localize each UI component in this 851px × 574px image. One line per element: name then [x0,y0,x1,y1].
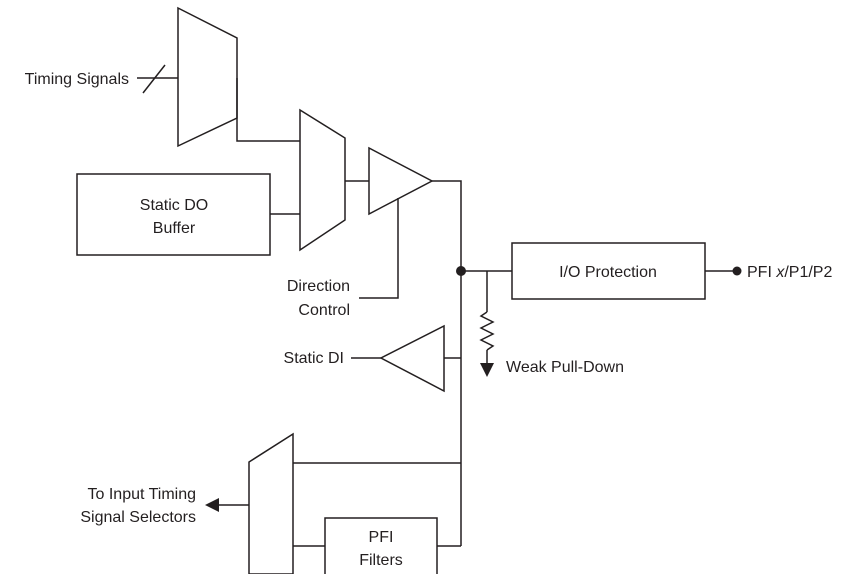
pfi-filters-block [324,517,438,574]
buffer-to-bus-wire [432,180,462,546]
weak-pull-down-label: Weak Pull-Down [506,359,624,376]
pull-down-resistor [479,311,495,351]
ground-arrow [480,363,494,377]
io-protection-label: I/O Protection [559,264,657,281]
static-do-buffer-label-line2: Buffer [153,220,196,237]
pfi-filters-label-line2: Filters [359,552,403,569]
static-di-label: Static DI [284,350,344,367]
pfi-pin-suffix: /P1/P2 [784,264,832,281]
pin-terminal-dot [732,266,742,276]
to-input-timing-label-line2: Signal Selectors [80,509,196,526]
output-arrow [205,498,219,512]
pfi-pin-prefix: PFI [747,264,776,281]
direction-control-label-line2: Control [298,302,350,319]
direction-control-label-line1: Direction [287,278,350,295]
output-mux [299,108,346,252]
direction-control-wire [359,198,399,299]
output-buffer-triangle [368,146,434,216]
to-input-timing-label-line1: To Input Timing [88,486,197,503]
timing-signals-label: Timing Signals [25,71,129,88]
timing-mux [177,6,238,148]
pfi-filters-label-line1: PFI [369,529,394,546]
input-buffer-triangle [379,324,445,393]
mux1-to-mux2-wire [236,78,300,142]
static-do-buffer-label-line1: Static DO [140,197,208,214]
pfi-pin-italic: x [775,264,785,281]
input-mux [248,432,294,574]
pfi-pin-label: PFI x/P1/P2 [747,264,832,281]
static-do-buffer-block [76,173,271,256]
bus-slash-mark [142,64,166,94]
